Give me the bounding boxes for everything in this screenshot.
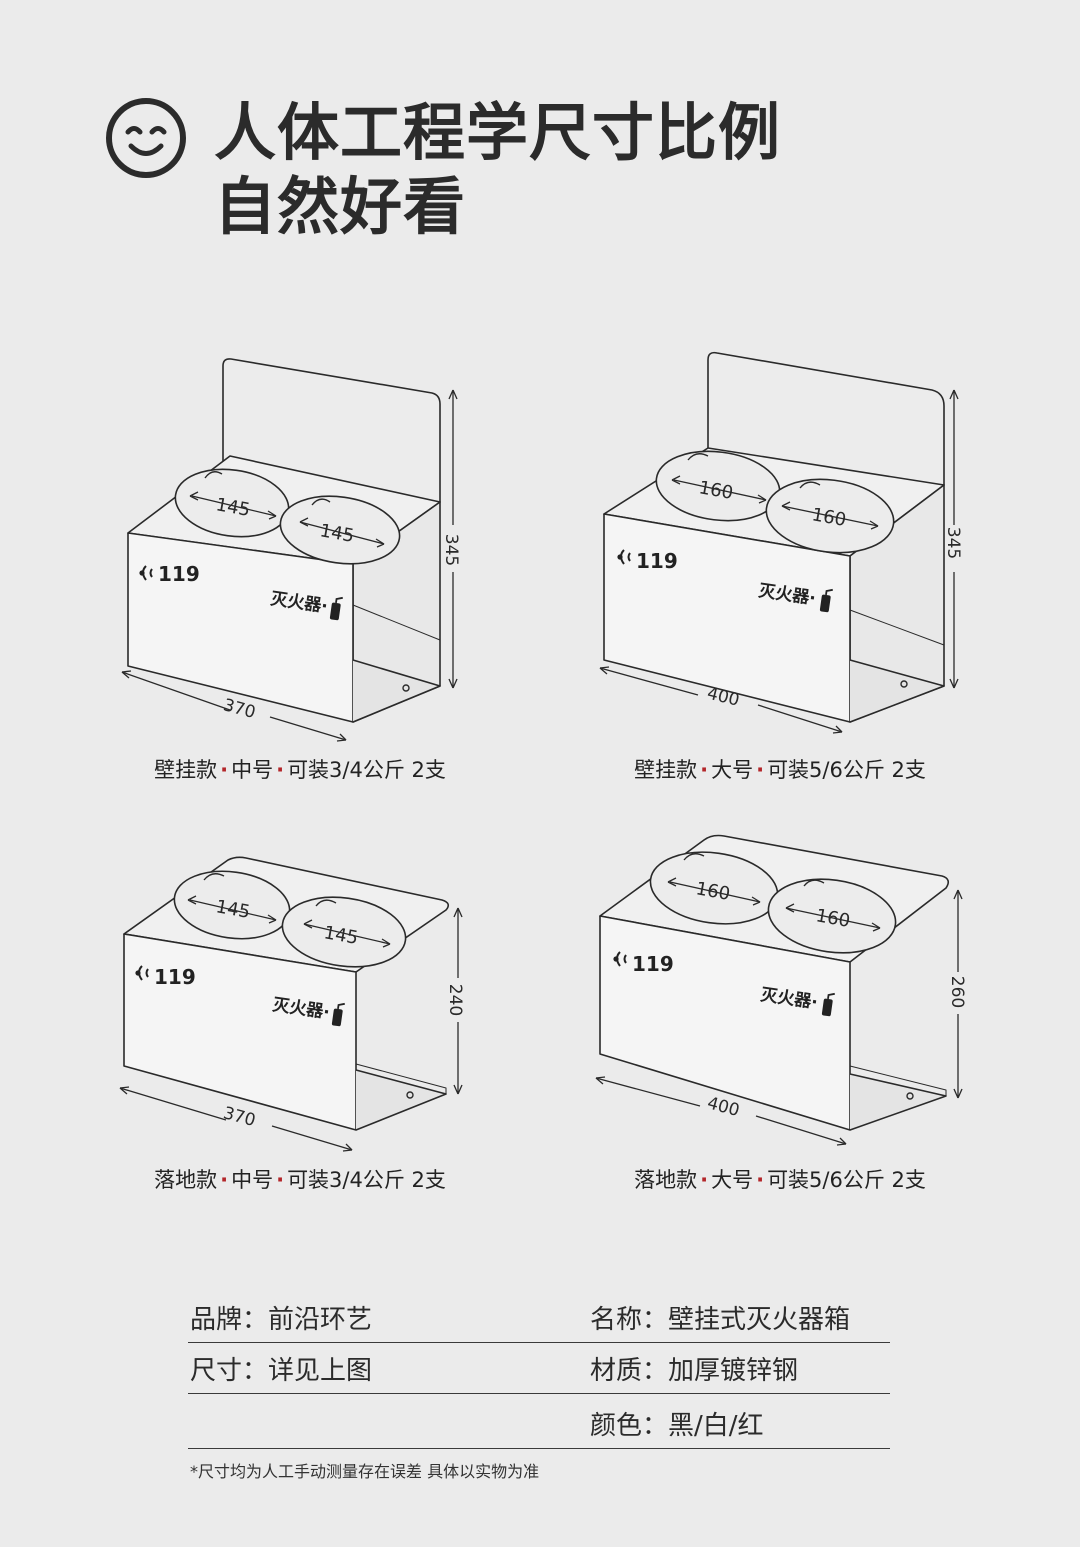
spec-row: 尺寸：详见上图 材质：加厚镀锌钢 (188, 1343, 890, 1394)
phone-icon (613, 951, 627, 967)
height-dimension: 345 (441, 534, 461, 566)
separator-dot-icon: · (700, 1168, 709, 1192)
height-dimension: 240 (445, 984, 465, 1016)
emergency-number: 119 (632, 952, 674, 976)
product-wall-large: 160 160 400 345 119 灭火器· 壁挂款·大号·可装5/6公斤 … (560, 350, 1000, 782)
right-hole (767, 878, 897, 954)
product-floor-medium: 145 145 370 240 119 灭火器· 落地款·中号·可装3/4公斤 … (80, 760, 520, 1192)
footnote: *尺寸均为人工手动测量存在误差 具体以实物为准 (190, 1462, 540, 1481)
separator-dot-icon: · (700, 758, 709, 782)
height-dimension: 345 (943, 527, 963, 559)
spec-name: 名称：壁挂式灭火器箱 (590, 1305, 851, 1335)
wall-box-drawing: 160 160 400 345 119 灭火器· (599, 351, 963, 734)
bottom-flange (352, 659, 441, 723)
floor-box-drawing: 145 145 370 240 119 灭火器· (119, 856, 465, 1152)
bottom-flange (355, 1069, 447, 1131)
back-panel (707, 351, 945, 486)
fire-extinguisher-icon (329, 596, 343, 621)
width-dimension: 400 (705, 1093, 742, 1121)
bottom-flange (849, 659, 945, 723)
product-caption: 壁挂款·中号·可装3/4公斤 2支 (154, 758, 446, 782)
spec-table: 品牌：前沿环艺 名称：壁挂式灭火器箱 尺寸：详见上图 材质：加厚镀锌钢 颜色：黑… (188, 1292, 890, 1449)
wall-box-drawing: 145 145 370 345 119 灭火器· (121, 358, 461, 742)
width-dimension: 370 (221, 695, 258, 723)
fire-extinguisher-icon (821, 992, 835, 1017)
spec-row: 品牌：前沿环艺 名称：壁挂式灭火器箱 (188, 1292, 890, 1343)
emergency-number: 119 (636, 549, 678, 573)
spec-color: 颜色：黑/白/红 (590, 1411, 764, 1441)
product-wall-medium: 145 145 370 345 119 灭火器· 壁挂款·中号·可装3/4公斤 … (80, 350, 520, 782)
emergency-number: 119 (154, 965, 196, 989)
emergency-number: 119 (158, 562, 200, 586)
fire-extinguisher-icon (819, 588, 833, 613)
spec-row: 颜色：黑/白/红 (188, 1394, 890, 1449)
phone-icon (617, 549, 631, 565)
height-dimension: 260 (947, 976, 967, 1008)
page-title: 人体工程学尺寸比例 自然好看 (214, 96, 781, 244)
smiley-face-icon (106, 98, 186, 178)
right-hole (281, 896, 407, 968)
title-line-2: 自然好看 (214, 170, 467, 243)
separator-dot-icon: · (276, 758, 285, 782)
separator-dot-icon: · (220, 1168, 229, 1192)
spec-material: 材质：加厚镀锌钢 (590, 1356, 799, 1386)
product-caption: 落地款·大号·可装5/6公斤 2支 (634, 1168, 926, 1192)
separator-dot-icon: · (756, 1168, 765, 1192)
fire-extinguisher-icon (331, 1002, 345, 1027)
separator-dot-icon: · (220, 758, 229, 782)
phone-icon (139, 565, 153, 581)
width-dimension: 370 (221, 1103, 258, 1131)
product-caption: 落地款·中号·可装3/4公斤 2支 (154, 1168, 446, 1192)
spec-size: 尺寸：详见上图 (190, 1356, 373, 1386)
bottom-flange (849, 1073, 947, 1131)
title-line-1: 人体工程学尺寸比例 (214, 96, 782, 169)
right-hole (279, 495, 401, 565)
product-caption: 壁挂款·大号·可装5/6公斤 2支 (634, 758, 926, 782)
separator-dot-icon: · (276, 1168, 285, 1192)
floor-box-drawing: 160 160 400 260 119 灭火器· (595, 834, 967, 1146)
product-floor-large: 160 160 400 260 119 灭火器· 落地款·大号·可装5/6公斤 … (560, 760, 1000, 1192)
spec-brand: 品牌：前沿环艺 (190, 1305, 373, 1335)
phone-icon (135, 965, 149, 981)
separator-dot-icon: · (756, 758, 765, 782)
